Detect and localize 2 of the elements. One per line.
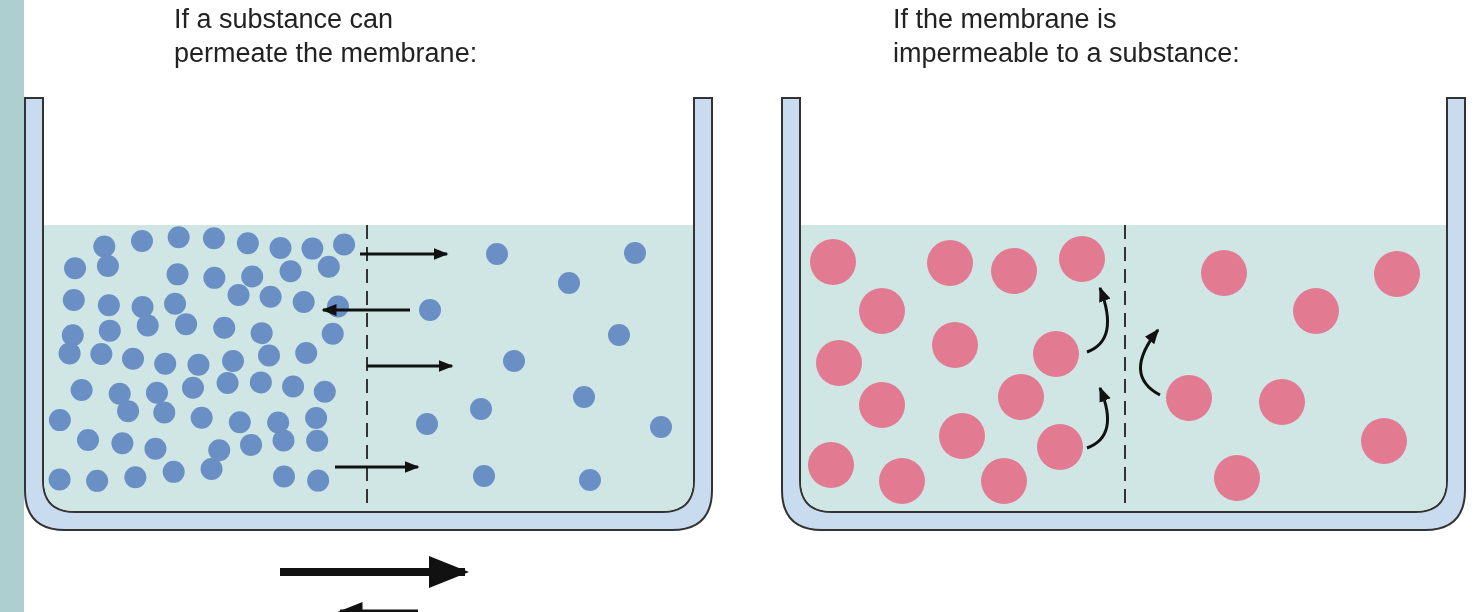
panel-heading: If a substance can permeate the membrane: — [174, 3, 479, 70]
panel-heading: If the membrane is impermeable to a substance: — [893, 3, 1241, 70]
